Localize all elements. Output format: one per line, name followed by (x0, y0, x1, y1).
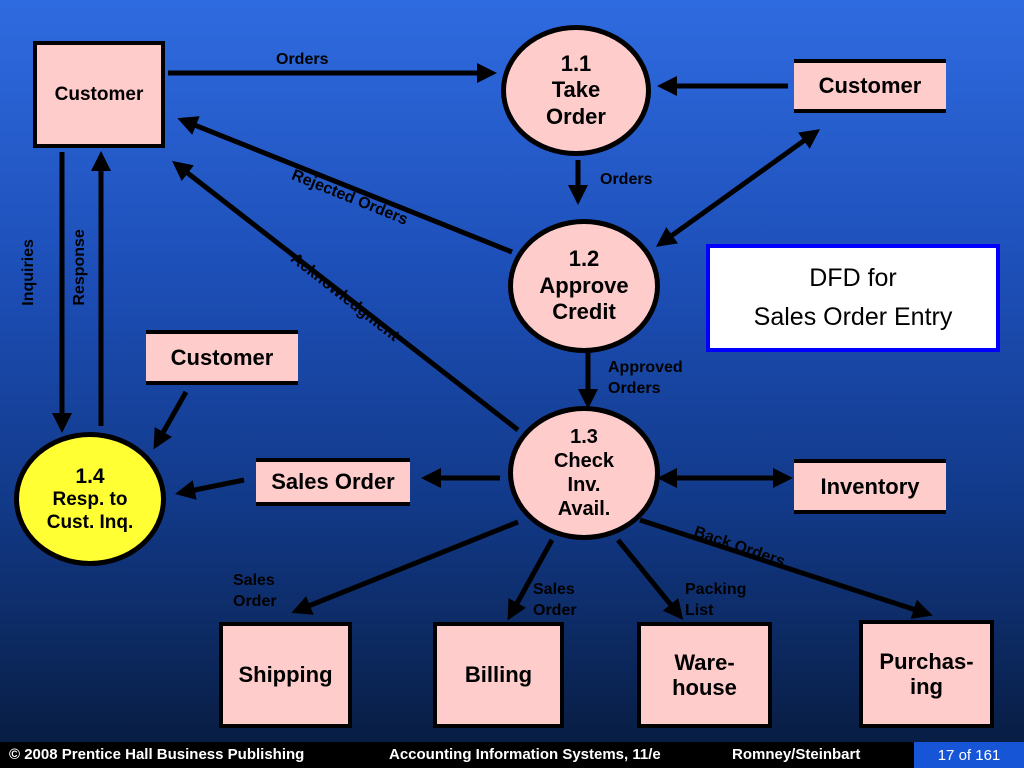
process-1-2-approve-credit: 1.2 Approve Credit (508, 219, 660, 353)
data-store-inventory: Inventory (794, 459, 946, 514)
process-name-line2: Cust. Inq. (46, 511, 134, 533)
entity-shipping: Shipping (219, 622, 352, 728)
data-store-label: Sales Order (271, 469, 395, 494)
arrow-sales-order-to-resp (175, 477, 245, 500)
flow-text-line2: Order (233, 592, 277, 610)
flow-text-line1: Sales (233, 572, 275, 589)
flow-label-inquiries: Inquiries (19, 239, 40, 306)
entity-label: Shipping (238, 662, 333, 688)
flow-text-line2: Orders (608, 379, 661, 397)
flow-label-sales-order-billing: Sales Order (533, 580, 577, 622)
diagram-title-line1: DFD for (809, 264, 897, 293)
flow-text-line1: Packing (685, 581, 747, 598)
entity-label: Customer (170, 344, 274, 370)
diagram-title-line2: Sales Order Entry (753, 303, 953, 331)
process-name-line2: Order (546, 103, 606, 129)
arrow-customer-middle-to-resp (153, 390, 189, 450)
flow-text: Response (70, 229, 88, 306)
entity-label-line2: house (672, 675, 737, 700)
entity-customer-top-left: Customer (33, 41, 165, 148)
process-number: 1.1 (560, 50, 592, 76)
entity-warehouse: Ware- house (637, 622, 772, 728)
slide-footer: © 2008 Prentice Hall Business Publishing… (0, 742, 1024, 768)
arrow-back-orders (639, 517, 933, 619)
flow-text-line2: List (685, 601, 714, 619)
entity-purchasing: Purchas- ing (859, 620, 994, 728)
flow-text-line1: Approved (608, 359, 683, 376)
footer-copyright: © 2008 Prentice Hall Business Publishing (9, 746, 305, 763)
flow-label-approved-orders: Approved Orders (608, 358, 683, 400)
process-name-line3: Avail. (557, 498, 611, 520)
process-number: 1.4 (75, 464, 105, 488)
flow-text: Inquiries (19, 239, 37, 306)
flow-label-sales-order-shipping: Sales Order (233, 571, 277, 613)
flow-text-line2: Order (533, 601, 577, 619)
process-name-line2: Credit (552, 299, 616, 325)
data-store-label: Inventory (820, 473, 920, 499)
process-name-line2: Inv. (567, 474, 601, 496)
arrow-rejected-orders (177, 116, 513, 255)
flow-label-orders-top: Orders (276, 50, 328, 71)
entity-label: Customer (54, 83, 144, 105)
process-name-line1: Approve (539, 272, 629, 298)
flow-text-line1: Sales (533, 581, 575, 598)
entity-billing: Billing (433, 622, 564, 728)
flow-label-packing-list: Packing List (685, 580, 746, 622)
process-name-line1: Take (551, 77, 601, 103)
arrow-to-warehouse (616, 538, 684, 620)
process-number: 1.2 (568, 246, 600, 272)
entity-label: Billing (464, 662, 533, 688)
diagram-title-box: DFD for Sales Order Entry (706, 244, 1000, 352)
entity-label-line2: ing (910, 674, 943, 699)
data-store-sales-order: Sales Order (256, 458, 410, 506)
process-1-4-resp-to-cust-inq: 1.4 Resp. to Cust. Inq. (14, 432, 166, 566)
entity-label-line1: Ware- (674, 649, 735, 675)
process-1-1-take-order: 1.1 Take Order (501, 25, 651, 156)
arrow-to-billing (507, 538, 555, 621)
footer-authors: Romney/Steinbart (732, 746, 861, 763)
flow-label-orders-mid: Orders (600, 170, 652, 191)
footer-book-title: Accounting Information Systems, 11/e (389, 746, 661, 763)
entity-label-line1: Purchas- (879, 648, 974, 674)
entity-customer-top-right: Customer (794, 59, 946, 113)
page-number-text: 17 of 161 (937, 746, 1001, 764)
process-name-line1: Check (553, 450, 615, 472)
flow-text: Orders (276, 51, 329, 68)
footer-page-number: 17 of 161 (914, 742, 1024, 768)
arrow-to-shipping (291, 519, 519, 615)
process-name-line1: Resp. to (52, 488, 128, 510)
arrow-approve-credit-customer-right (655, 129, 821, 247)
process-number: 1.3 (570, 426, 598, 448)
entity-customer-middle: Customer (146, 330, 298, 385)
flow-text: Orders (600, 171, 653, 188)
arrow-acknowledgment (172, 160, 520, 432)
flow-label-response: Response (70, 229, 91, 305)
entity-label: Customer (818, 73, 922, 98)
process-1-3-check-inv-avail: 1.3 Check Inv. Avail. (508, 406, 660, 540)
